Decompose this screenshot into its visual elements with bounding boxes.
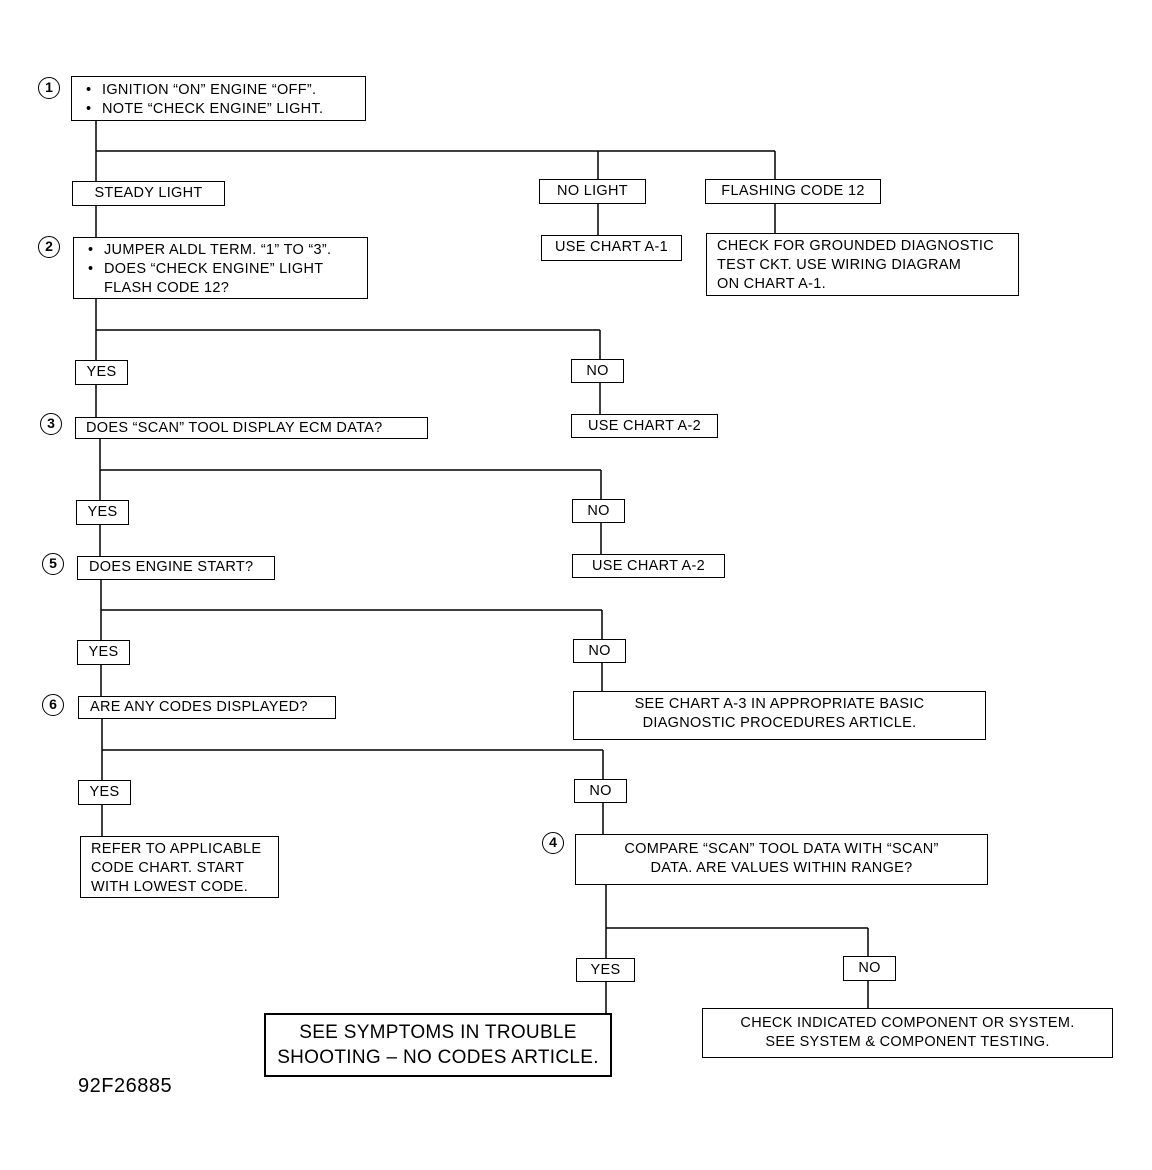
step2-yes-box: YES: [75, 360, 128, 385]
step3-use-chart-a2-box: USE CHART A-2: [571, 414, 718, 438]
check-component-line-1: CHECK INDICATED COMPONENT OR SYSTEM.: [740, 1015, 1075, 1031]
any-codes-box: ARE ANY CODES DISPLAYED?: [78, 696, 336, 719]
step3-no-box: NO: [572, 499, 625, 523]
use-chart-a1-box: USE CHART A-1: [541, 235, 682, 261]
refer-code-line-1: REFER TO APPLICABLE: [91, 841, 262, 857]
scan-display-box: DOES “SCAN” TOOL DISPLAY ECM DATA?: [75, 417, 428, 439]
see-chart-a3-line-2: DIAGNOSTIC PROCEDURES ARTICLE.: [642, 715, 917, 731]
see-chart-a3-line-1: SEE CHART A-3 IN APPROPRIATE BASIC: [634, 696, 925, 712]
step3-yes-box: YES: [76, 500, 129, 525]
jumper-line-3: FLASH CODE 12?: [104, 280, 230, 296]
step4-yes-box: YES: [576, 958, 635, 982]
step-marker-4: 4: [542, 832, 564, 854]
step4-no-box: NO: [843, 956, 896, 981]
step5-use-chart-a2-box: USE CHART A-2: [572, 554, 725, 578]
ignition-line-2: NOTE “CHECK ENGINE” LIGHT.: [80, 100, 357, 119]
ignition-check-box: IGNITION “ON” ENGINE “OFF”. NOTE “CHECK …: [71, 76, 366, 121]
check-component-line-2: SEE SYSTEM & COMPONENT TESTING.: [765, 1034, 1050, 1050]
step6-no-box: NO: [574, 779, 627, 803]
ignition-line-1: IGNITION “ON” ENGINE “OFF”.: [80, 81, 357, 100]
see-symptoms-line-2: SHOOTING – NO CODES ARTICLE.: [277, 1047, 599, 1068]
check-grounded-line-2: TEST CKT. USE WIRING DIAGRAM: [717, 257, 962, 273]
step2-no-box: NO: [571, 359, 624, 383]
compare-scan-box: COMPARE “SCAN” TOOL DATA WITH “SCAN” DAT…: [575, 834, 988, 885]
step5-yes-box: YES: [77, 640, 130, 665]
engine-start-box: DOES ENGINE START?: [77, 556, 275, 580]
refer-code-chart-box: REFER TO APPLICABLE CODE CHART. START WI…: [80, 836, 279, 898]
flashing-code-12-box: FLASHING CODE 12: [705, 179, 881, 204]
figure-id: 92F26885: [78, 1075, 173, 1097]
step6-yes-box: YES: [78, 780, 131, 805]
check-grounded-line-1: CHECK FOR GROUNDED DIAGNOSTIC: [717, 238, 994, 254]
check-component-box: CHECK INDICATED COMPONENT OR SYSTEM. SEE…: [702, 1008, 1113, 1058]
see-symptoms-box: SEE SYMPTOMS IN TROUBLE SHOOTING – NO CO…: [264, 1013, 612, 1077]
jumper-line-1: JUMPER ALDL TERM. “1” TO “3”.: [82, 241, 359, 260]
compare-scan-line-1: COMPARE “SCAN” TOOL DATA WITH “SCAN”: [624, 841, 939, 857]
step-marker-5: 5: [42, 553, 64, 575]
step5-no-box: NO: [573, 639, 626, 663]
step-marker-3: 3: [40, 413, 62, 435]
step-marker-2: 2: [38, 236, 60, 258]
check-grounded-box: CHECK FOR GROUNDED DIAGNOSTIC TEST CKT. …: [706, 233, 1019, 296]
steady-light-box: STEADY LIGHT: [72, 181, 225, 206]
check-grounded-line-3: ON CHART A-1.: [717, 276, 826, 292]
see-symptoms-line-1: SEE SYMPTOMS IN TROUBLE: [299, 1022, 577, 1043]
step-marker-6: 6: [42, 694, 64, 716]
jumper-line-2: DOES “CHECK ENGINE” LIGHT: [82, 260, 359, 279]
step-marker-1: 1: [38, 77, 60, 99]
jumper-aldl-box: JUMPER ALDL TERM. “1” TO “3”. DOES “CHEC…: [73, 237, 368, 299]
refer-code-line-2: CODE CHART. START: [91, 860, 245, 876]
no-light-box: NO LIGHT: [539, 179, 646, 204]
refer-code-line-3: WITH LOWEST CODE.: [91, 879, 249, 895]
compare-scan-line-2: DATA. ARE VALUES WITHIN RANGE?: [650, 860, 913, 876]
see-chart-a3-box: SEE CHART A-3 IN APPROPRIATE BASIC DIAGN…: [573, 691, 986, 740]
